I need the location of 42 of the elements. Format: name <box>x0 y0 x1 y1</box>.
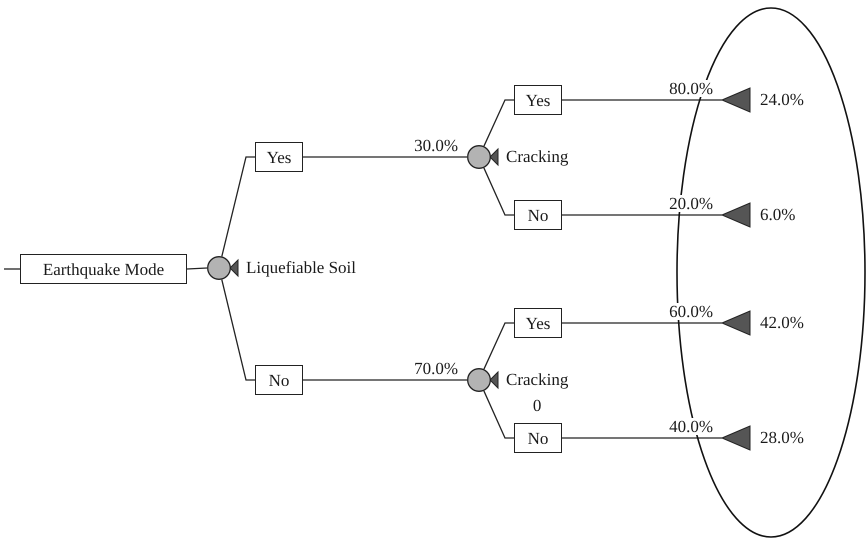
node-caption: 6.0% <box>760 204 796 226</box>
branch-line <box>303 379 467 381</box>
outcome-box: Yes <box>255 142 303 172</box>
branch-line <box>483 99 514 146</box>
branch-line <box>483 168 514 216</box>
edge-label: 20.0% <box>668 195 714 212</box>
node-caption: 24.0% <box>760 89 804 111</box>
branch-line <box>483 322 514 370</box>
chance-node <box>467 145 498 169</box>
node-caption: 42.0% <box>760 312 804 334</box>
branch-line <box>4 268 20 270</box>
branch-line <box>186 267 208 270</box>
outcome-box: No <box>255 365 303 395</box>
edge-label: 30.0% <box>413 137 459 154</box>
outcome-box: No <box>514 423 562 453</box>
outcome-box: Yes <box>514 308 562 338</box>
branch-line <box>562 437 722 439</box>
branch-line <box>562 99 722 101</box>
chance-node <box>207 256 238 280</box>
terminal-node <box>722 203 750 227</box>
chance-node <box>467 368 498 392</box>
terminal-node <box>722 426 750 450</box>
branch-line <box>483 390 514 439</box>
branch-line <box>562 322 722 324</box>
node-caption: 28.0% <box>760 427 804 449</box>
outcome-box: No <box>514 200 562 230</box>
node-caption: 0 <box>532 395 542 417</box>
branch-line <box>221 280 255 381</box>
node-caption: Cracking <box>506 369 568 391</box>
outcome-box: Yes <box>514 85 562 115</box>
edge-label: 80.0% <box>668 80 714 97</box>
terminal-node <box>722 88 750 112</box>
outcome-box: Earthquake Mode <box>20 254 187 284</box>
terminal-node <box>722 311 750 335</box>
branch-line <box>562 214 722 216</box>
edge-label: 70.0% <box>413 360 459 377</box>
edge-label: 40.0% <box>668 418 714 435</box>
edge-label: 60.0% <box>668 303 714 320</box>
node-caption: Liquefiable Soil <box>246 257 356 279</box>
node-caption: Cracking <box>506 146 568 168</box>
branch-line <box>303 156 467 158</box>
branch-line <box>221 156 255 256</box>
